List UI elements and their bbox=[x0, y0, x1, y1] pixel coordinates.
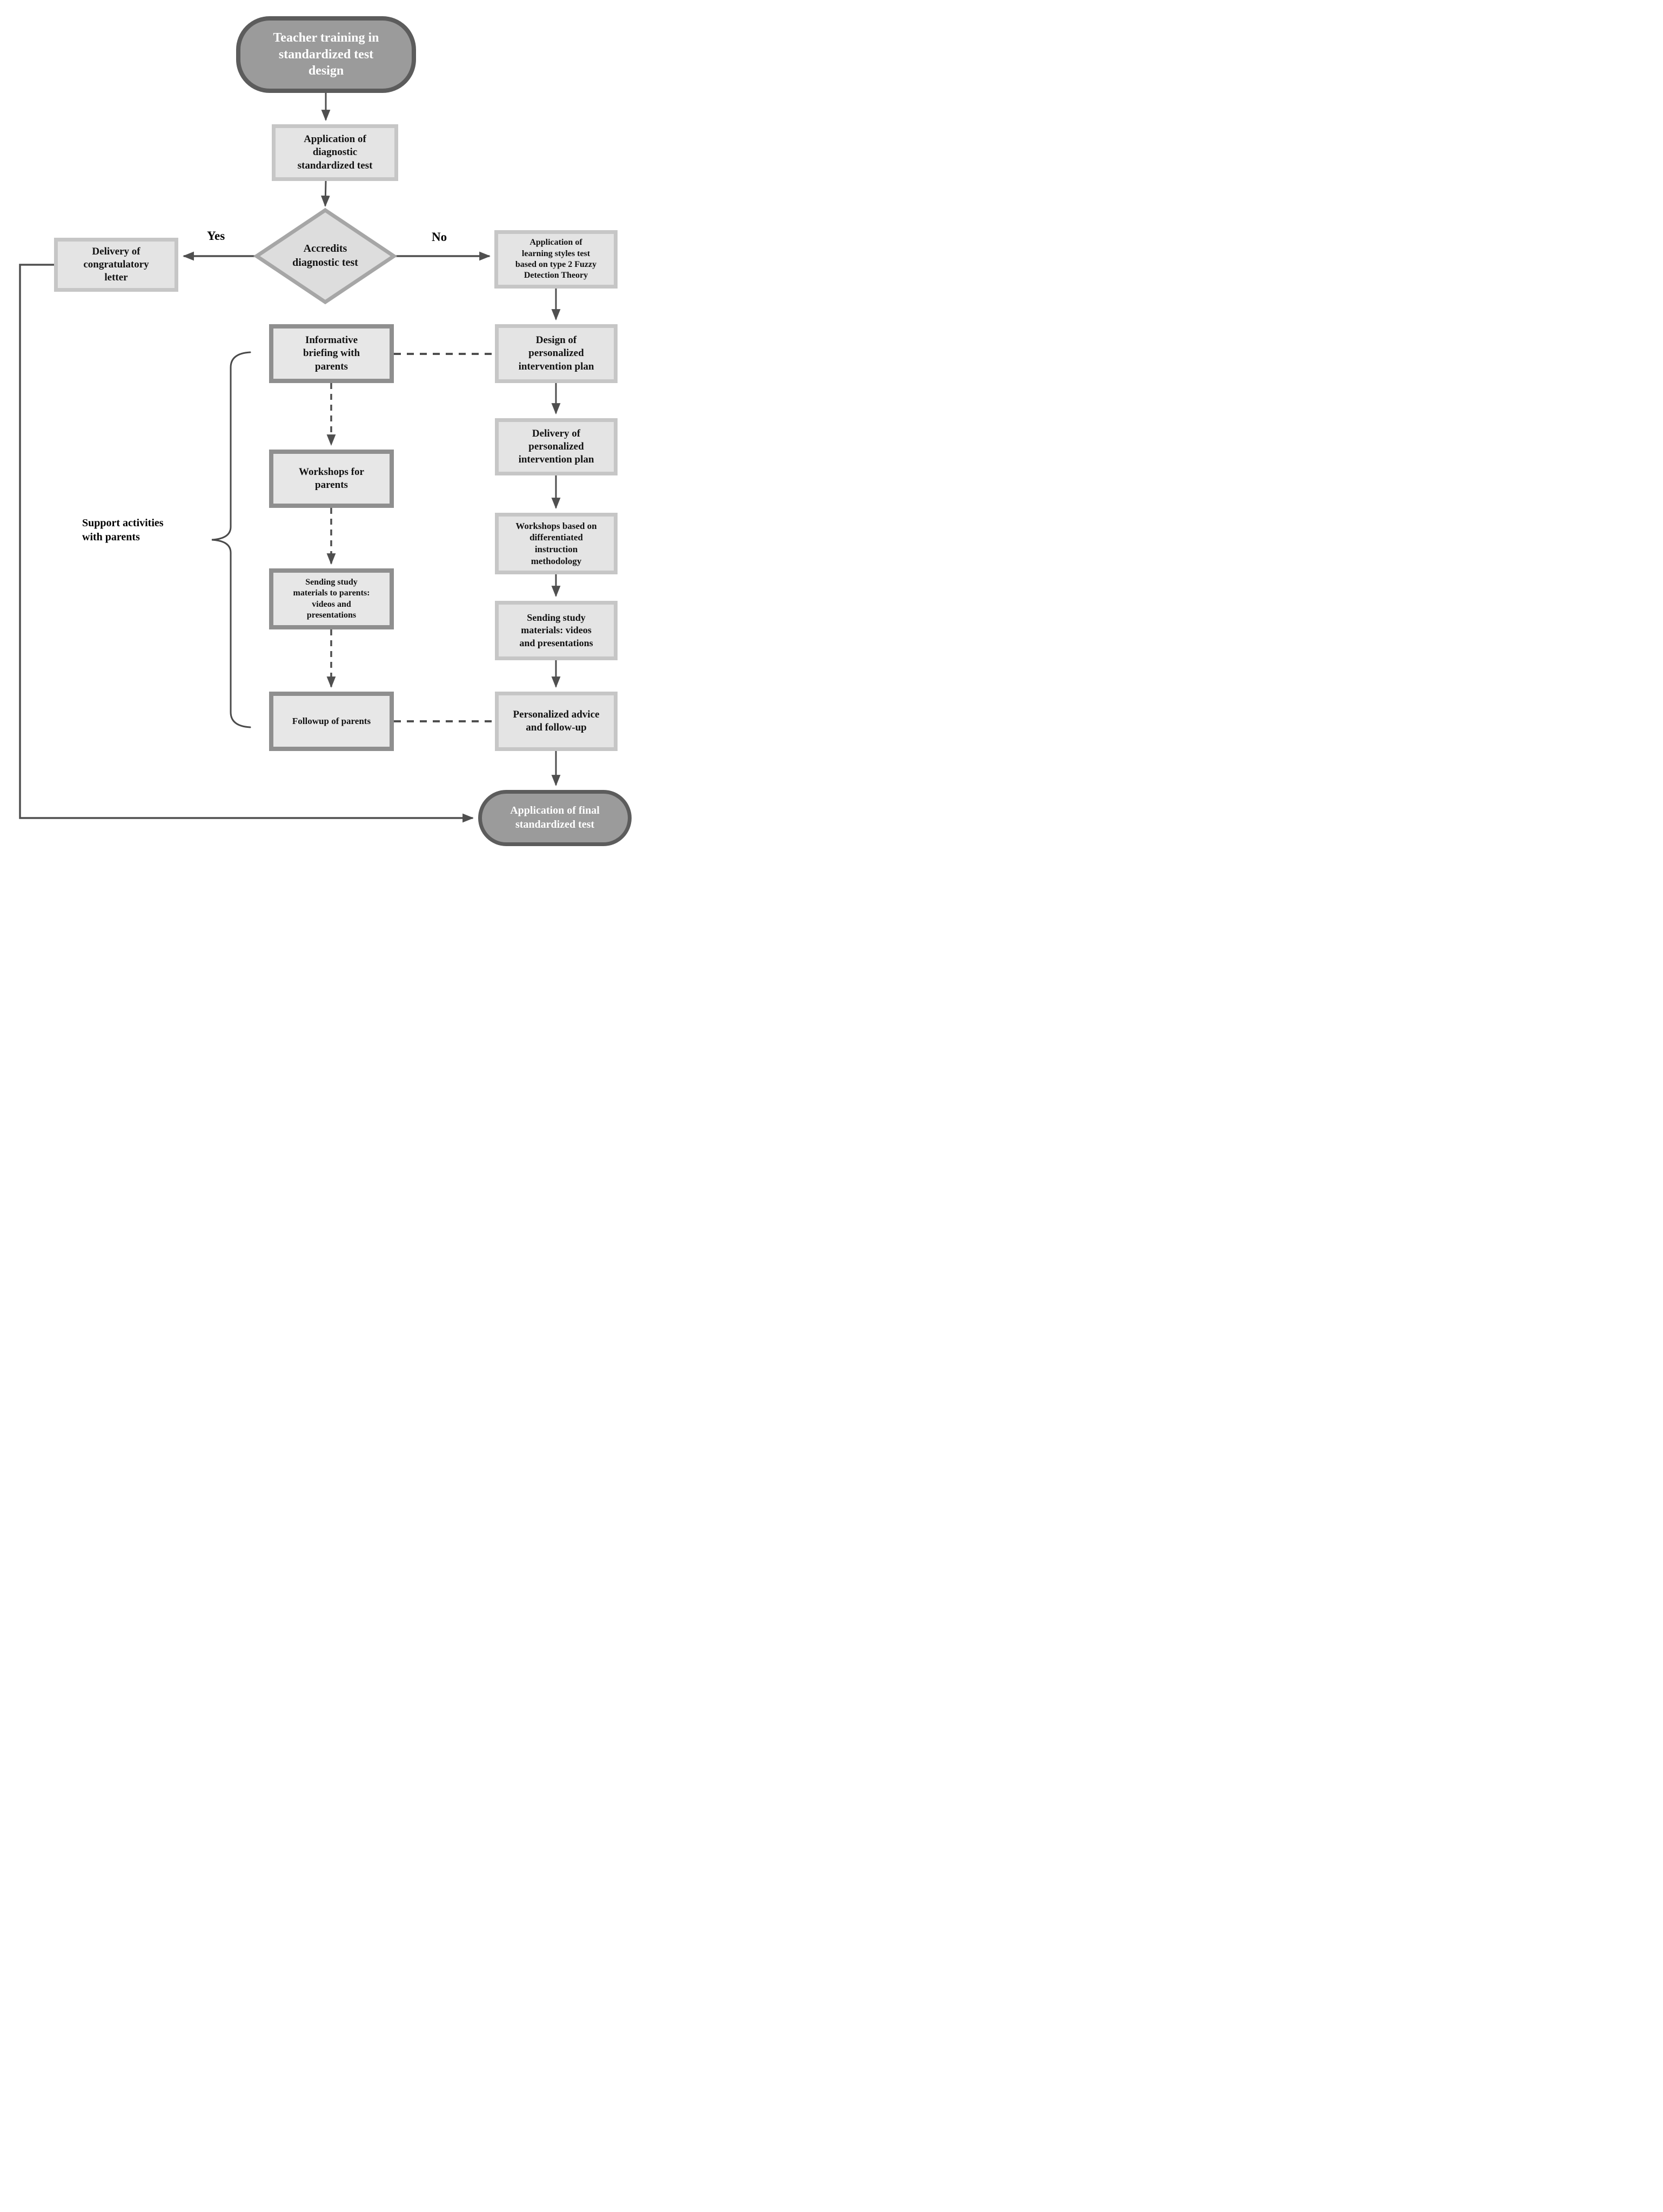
advice-followup-label: Personalized advice and follow-up bbox=[513, 708, 600, 733]
delivery-plan-node: Delivery of personalized intervention pl… bbox=[495, 418, 618, 475]
sending-materials-label: Sending study materials: videos and pres… bbox=[519, 612, 593, 648]
workshops-parents-node: Workshops for parents bbox=[269, 450, 394, 508]
flowchart-canvas: Teacher training in standardized test de… bbox=[0, 0, 648, 862]
sending-parents-label: Sending study materials to parents: vide… bbox=[293, 577, 370, 620]
start-node-label: Teacher training in standardized test de… bbox=[273, 30, 379, 78]
edge-diagnostic-to-decision bbox=[321, 180, 330, 207]
sending-materials-node: Sending study materials: videos and pres… bbox=[495, 601, 618, 660]
decision-label: Accredits diagnostic test bbox=[292, 243, 358, 269]
design-plan-label: Design of personalized intervention plan bbox=[518, 334, 594, 372]
design-plan-node: Design of personalized intervention plan bbox=[495, 324, 618, 383]
edge-congrat-to-final-feedback bbox=[19, 264, 474, 823]
workshops-parents-label: Workshops for parents bbox=[299, 466, 364, 491]
support-activities-annotation: Support activities with parents bbox=[82, 517, 164, 543]
edge-label-no: No bbox=[432, 230, 447, 244]
diagnostic-test-node: Application of diagnostic standardized t… bbox=[272, 124, 398, 181]
diagnostic-test-label: Application of diagnostic standardized t… bbox=[297, 133, 373, 171]
learning-styles-label: Application of learning styles test base… bbox=[515, 238, 597, 280]
informative-briefing-node: Informative briefing with parents bbox=[269, 324, 394, 383]
advice-followup-node: Personalized advice and follow-up bbox=[495, 692, 618, 751]
learning-styles-node: Application of learning styles test base… bbox=[494, 230, 618, 289]
workshops-differentiated-label: Workshops based on differentiated instru… bbox=[515, 520, 597, 566]
connector-layer bbox=[19, 93, 561, 823]
edge-label-yes: Yes bbox=[207, 229, 225, 243]
decision-node: Accredits diagnostic test bbox=[267, 226, 383, 286]
delivery-plan-label: Delivery of personalized intervention pl… bbox=[518, 427, 594, 466]
informative-briefing-label: Informative briefing with parents bbox=[303, 334, 360, 372]
final-test-node: Application of final standardized test bbox=[478, 790, 632, 846]
congratulatory-node: Delivery of congratulatory letter bbox=[54, 238, 178, 292]
support-activities-brace bbox=[211, 351, 251, 728]
decision-diamond-shape bbox=[253, 207, 398, 305]
workshops-differentiated-node: Workshops based on differentiated instru… bbox=[495, 513, 618, 574]
start-node: Teacher training in standardized test de… bbox=[236, 16, 416, 93]
congratulatory-label: Delivery of congratulatory letter bbox=[83, 245, 149, 284]
sending-parents-node: Sending study materials to parents: vide… bbox=[269, 568, 394, 629]
followup-parents-label: Followup of parents bbox=[292, 716, 371, 727]
followup-parents-node: Followup of parents bbox=[269, 692, 394, 751]
final-test-label: Application of final standardized test bbox=[510, 805, 600, 830]
